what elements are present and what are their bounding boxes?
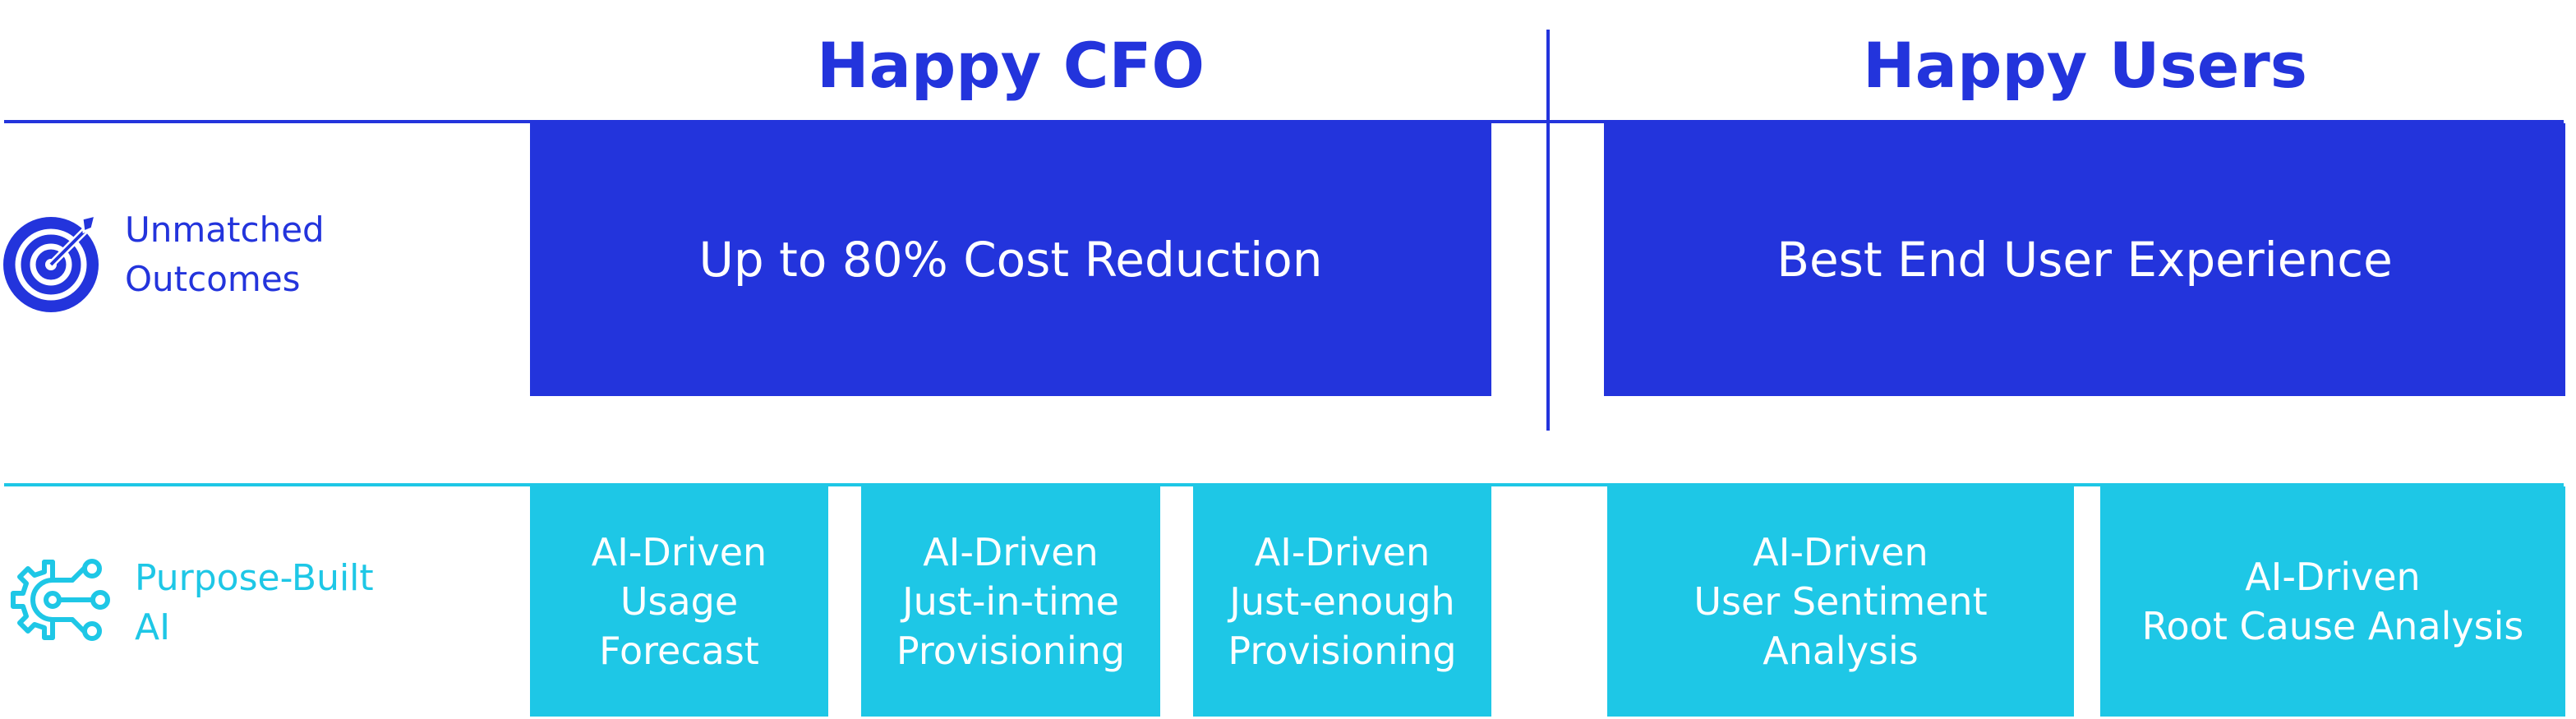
user-sentiment-analysis-box: AI-Driven User Sentiment Analysis [1607,486,2074,717]
target-icon [2,212,104,314]
cost-reduction-box: Up to 80% Cost Reduction [530,123,1491,396]
ai-row-label: Purpose-Built AI [135,557,374,648]
column-divider [1546,30,1550,431]
outcomes-top-divider [4,120,2564,123]
happy-users-heading: Happy Users [1863,29,2307,102]
ai-top-divider [4,483,2564,486]
outcomes-row-label: Unmatched Outcomes [125,210,325,299]
just-in-time-provisioning-box: AI-Driven Just-in-time Provisioning [861,486,1160,717]
circuit-gear-icon [2,555,113,654]
just-enough-provisioning-box: AI-Driven Just-enough Provisioning [1193,486,1491,717]
usage-forecast-box: AI-Driven Usage Forecast [530,486,828,717]
user-experience-box: Best End User Experience [1604,123,2565,396]
happy-cfo-heading: Happy CFO [817,29,1205,102]
root-cause-analysis-box: AI-Driven Root Cause Analysis [2100,486,2565,717]
